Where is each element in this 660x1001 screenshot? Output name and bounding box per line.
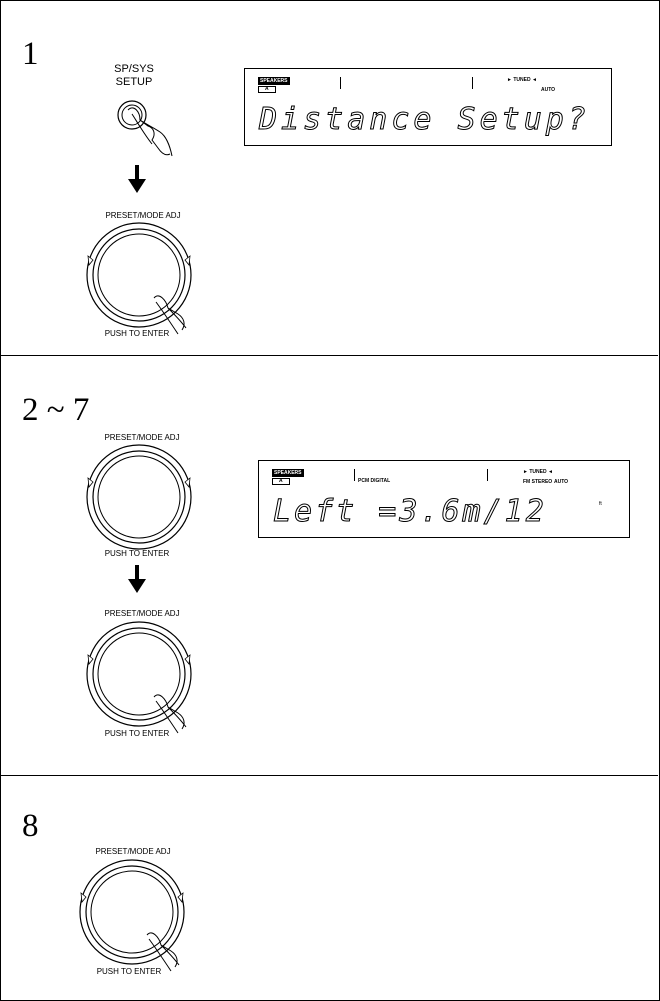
speakers-badge: SPEAKERS bbox=[272, 469, 304, 477]
step-8-number: 8 bbox=[22, 808, 39, 844]
knob-top-label: PRESET/MODE ADJ bbox=[105, 211, 181, 220]
down-arrow-icon bbox=[127, 565, 147, 600]
step-2-7-panel bbox=[0, 356, 658, 776]
auto-indicator: AUTO bbox=[554, 479, 569, 485]
knob-bottom-label: PUSH TO ENTER bbox=[104, 329, 170, 338]
hand-pointer-icon bbox=[146, 932, 180, 972]
display-panel-1: SPEAKERS A ► TUNED ◄ AUTO Distance Setup… bbox=[244, 68, 612, 146]
preset-mode-knob[interactable] bbox=[86, 621, 206, 741]
knob-top-label: PRESET/MODE ADJ bbox=[104, 433, 180, 442]
display-text: Distance Setup? bbox=[259, 102, 590, 137]
knob-bottom-label: PUSH TO ENTER bbox=[96, 967, 162, 976]
preset-mode-knob[interactable] bbox=[86, 444, 206, 564]
sp-sys-setup-label: SP/SYS SETUP bbox=[114, 63, 154, 88]
feet-unit: ft bbox=[599, 501, 602, 507]
hand-pointer-icon bbox=[153, 295, 187, 335]
channel-a-indicator: A bbox=[258, 86, 276, 93]
divider-mark bbox=[354, 469, 355, 481]
knob-top-label: PRESET/MODE ADJ bbox=[104, 609, 180, 618]
display-text: Left =3.6m/12 bbox=[273, 494, 547, 529]
knob-bottom-label: PUSH TO ENTER bbox=[104, 549, 170, 558]
auto-indicator: AUTO bbox=[541, 87, 556, 93]
divider-mark bbox=[340, 77, 341, 89]
knob-top-label: PRESET/MODE ADJ bbox=[95, 847, 171, 856]
hand-pointer-icon bbox=[127, 107, 173, 157]
divider-mark bbox=[487, 469, 488, 481]
rotate-arrow-icon bbox=[87, 477, 191, 489]
preset-mode-knob[interactable] bbox=[79, 859, 199, 979]
tuned-indicator: ► TUNED ◄ bbox=[507, 77, 537, 83]
step-2-7-number: 2 ~ 7 bbox=[22, 392, 90, 428]
hand-pointer-icon bbox=[153, 694, 187, 734]
fm-stereo-indicator: FM STEREO bbox=[523, 479, 553, 485]
step-1-number: 1 bbox=[22, 36, 39, 72]
channel-a-indicator: A bbox=[272, 478, 290, 485]
step-1-panel bbox=[0, 0, 658, 356]
pcm-digital-indicator: PCM DIGITAL bbox=[358, 478, 391, 484]
speakers-badge: SPEAKERS bbox=[258, 77, 290, 85]
divider-mark bbox=[472, 77, 473, 89]
sp-sys-setup-button[interactable] bbox=[110, 98, 190, 168]
rotate-arrow-icon bbox=[87, 654, 191, 666]
display-panel-2: SPEAKERS A PCM DIGITAL ► TUNED ◄ FM STER… bbox=[258, 460, 630, 538]
rotate-arrow-icon bbox=[80, 892, 184, 904]
rotate-arrow-icon bbox=[87, 255, 191, 267]
preset-mode-knob[interactable] bbox=[86, 222, 206, 342]
down-arrow-icon bbox=[127, 165, 147, 200]
tuned-indicator: ► TUNED ◄ bbox=[523, 469, 553, 475]
knob-bottom-label: PUSH TO ENTER bbox=[104, 729, 170, 738]
